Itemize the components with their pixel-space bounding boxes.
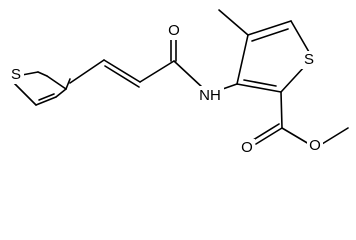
bond-methyl <box>218 9 249 36</box>
molecule-structure-diagram: S S NH O O O <box>8 9 349 157</box>
atom-ester-oxygen: O <box>309 137 321 154</box>
atom-ester-carbonyl-oxygen: O <box>241 139 253 156</box>
bond-r2-c4-c5-inner <box>251 28 289 42</box>
bond-carbonyl-nh <box>173 60 204 89</box>
bond-s1-c4 <box>21 71 39 76</box>
bond-r2-s-c2 <box>280 65 306 93</box>
bond-c4-c5 <box>37 71 48 77</box>
bond-ester-co-b <box>252 123 280 141</box>
bond-ester-o-methyl <box>321 127 349 145</box>
bond-r2-c2-c3 <box>236 83 282 93</box>
bonds <box>13 9 349 145</box>
bond-vinyl-carbonyl <box>139 60 175 83</box>
atom-labels: S S NH O O O <box>8 22 323 157</box>
bond-ester-c-o <box>281 127 310 145</box>
bond-c3-c3b <box>65 78 71 90</box>
atom-amide-oxygen: O <box>168 22 180 39</box>
atom-amide-nh: NH <box>199 87 221 104</box>
bond-c1-c2-inner <box>38 93 55 101</box>
bond-vinyl-double-a <box>103 59 141 83</box>
bond-r2-c3-c4 <box>236 34 249 85</box>
bond-vinyl-double-b <box>104 65 140 88</box>
atom-sulfur-left: S <box>11 66 21 83</box>
bond-c2-c3 <box>55 88 67 98</box>
bond-ring-vinyl <box>69 59 105 84</box>
bond-s1-c1 <box>13 82 37 106</box>
atom-sulfur-right: S <box>304 51 314 68</box>
bond-r2-c5-s <box>290 20 310 53</box>
bond-c1-c2 <box>35 96 57 106</box>
bond-ester-co-a <box>255 127 283 145</box>
bond-ring-ester-c <box>280 91 283 129</box>
bond-r2-c4-c5 <box>247 20 292 36</box>
bond-r2-c2-c3-inner <box>243 79 277 87</box>
bond-c3-s1 <box>46 75 67 90</box>
